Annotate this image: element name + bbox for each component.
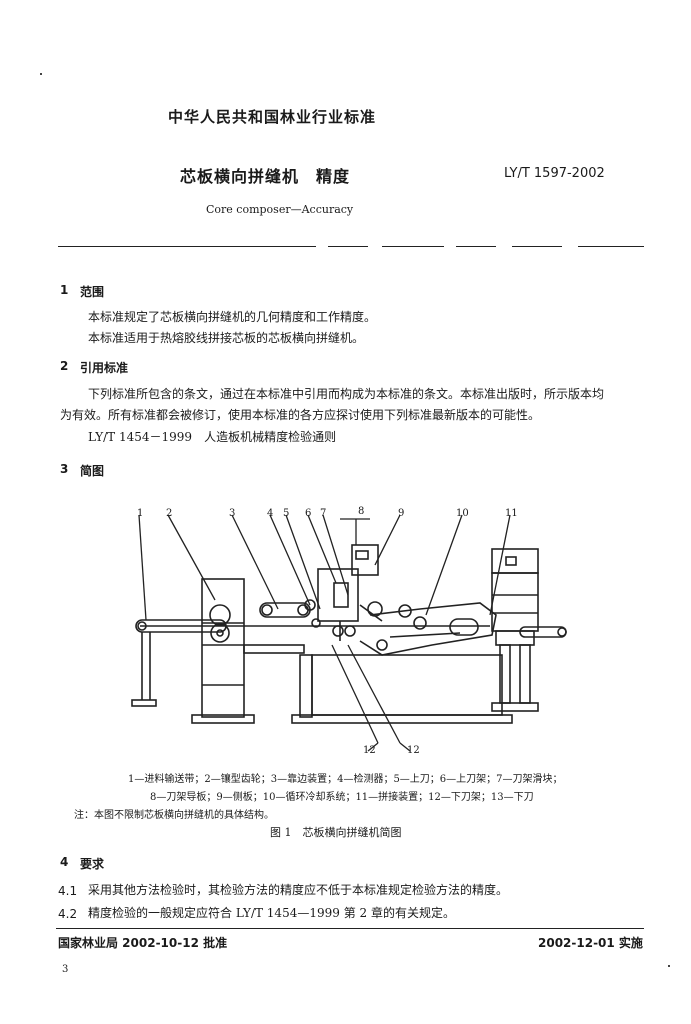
section-4-title: 要求: [80, 857, 105, 871]
issuer-heading: 中华人民共和国林业行业标准: [168, 108, 377, 126]
machine-diagram: [131, 514, 567, 752]
callout-1: 1: [137, 508, 144, 519]
section-2-paragraph-line-1: 下列标准所包含的条文，通过在本标准中引用而构成为本标准的条文。本标准出版时，所示…: [88, 387, 605, 401]
figure-legend-line-2: 8—刀架导板；9—侧板；10—循环冷却系统；11—拼接装置；12—下刀架；13—…: [150, 792, 534, 803]
callout-12-left: 12: [363, 745, 376, 756]
page-number: 3: [62, 964, 69, 975]
callout-5: 5: [283, 508, 290, 519]
footer-rule: [56, 928, 644, 929]
section-3-number: 3: [60, 462, 69, 476]
callout-12-right: 12: [407, 745, 420, 756]
callout-6: 6: [305, 508, 312, 519]
figure-note: 注：本图不限制芯板横向拼缝机的具体结构。: [74, 810, 274, 821]
callout-3: 3: [229, 508, 236, 519]
standard-code: LY/T 1597-2002: [504, 166, 605, 181]
approval-date: 国家林业局 2002-10-12 批准: [58, 936, 228, 950]
section-3-title: 简图: [80, 464, 105, 478]
callout-10: 10: [456, 508, 469, 519]
english-title: Core composer—Accuracy: [206, 203, 354, 216]
section-1-paragraph-2: 本标准适用于热熔胶线拼接芯板的芯板横向拼缝机。: [88, 331, 365, 345]
callout-11: 11: [505, 508, 518, 519]
callout-7: 7: [320, 508, 327, 519]
requirement-4-2-text: 精度检验的一般规定应符合 LY/T 1454—1999 第 2 章的有关规定。: [88, 906, 455, 920]
requirement-4-1-number: 4.1: [58, 884, 78, 898]
requirement-4-1-text: 采用其他方法检验时，其检验方法的精度应不低于本标准规定检验方法的精度。: [88, 883, 509, 897]
figure-caption: 图 1 芯板横向拼缝机简图: [270, 826, 402, 839]
callout-4: 4: [267, 508, 274, 519]
callout-9: 9: [398, 508, 405, 519]
section-2-number: 2: [60, 359, 69, 373]
callout-2: 2: [166, 508, 173, 519]
section-1-paragraph-1: 本标准规定了芯板横向拼缝机的几何精度和工作精度。: [88, 310, 377, 324]
normative-reference: LY/T 1454－1999 人造板机械精度检验通则: [88, 430, 337, 444]
section-1-title: 范围: [80, 285, 105, 299]
effective-date: 2002-12-01 实施: [538, 936, 643, 950]
scan-speck: [40, 73, 42, 75]
section-2-title: 引用标准: [80, 361, 129, 375]
section-1-number: 1: [60, 283, 69, 297]
requirement-4-2-number: 4.2: [58, 907, 78, 921]
section-2-paragraph-line-2: 为有效。所有标准都会被修订，使用本标准的各方应探讨使用下列标准最新版本的可能性。: [60, 408, 541, 422]
scan-speck: [668, 965, 670, 967]
figure-legend-line-1: 1—进料输送带；2—镶型齿轮；3—靠边装置；4—检测器；5—上刀；6—上刀架；7…: [128, 774, 563, 785]
callout-8: 8: [358, 506, 365, 517]
section-4-number: 4: [60, 855, 69, 869]
document-title: 芯板横向拼缝机 精度: [180, 167, 351, 186]
